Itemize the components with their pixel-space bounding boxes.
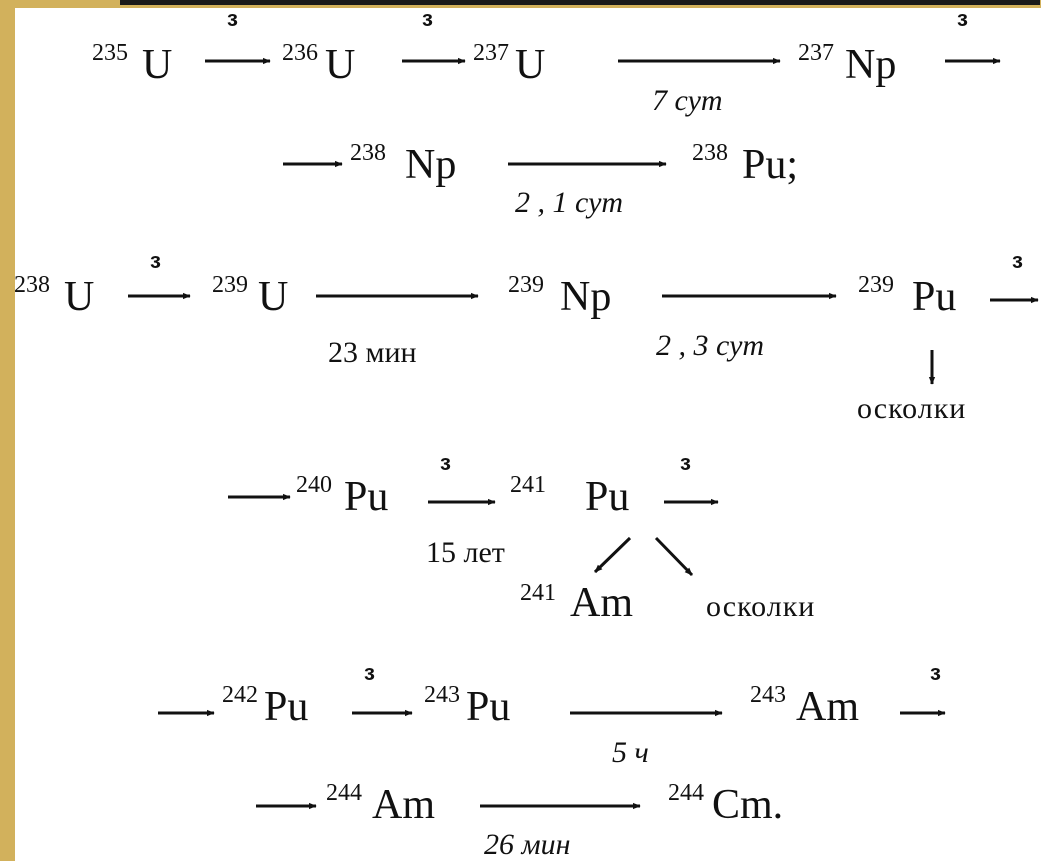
capture-mark: з [227,6,238,31]
pu242-symbol: Pu [264,684,308,730]
fragments-label: осколки [857,392,966,425]
am243-mass: 243 [750,682,786,708]
u239-symbol: U [258,274,288,320]
am243-symbol: Am [796,684,859,730]
fragments-label: осколки [706,590,815,623]
u236-symbol: U [325,42,355,88]
u237-mass: 237 [473,40,509,66]
fission-arrow [654,536,694,577]
capture-mark: з [150,248,161,273]
am241-mass: 241 [520,580,556,606]
capture-mark: з [422,6,433,31]
u235-symbol: U [142,42,172,88]
half-life-label: 15 лет [426,536,505,569]
pu241-mass: 241 [510,472,546,498]
pu240-symbol: Pu [344,474,388,520]
capture-mark: з [1012,248,1023,273]
half-life-label: 7 сут [652,84,723,117]
pu238-mass: 238 [692,140,728,166]
pu240-mass: 240 [296,472,332,498]
half-life-label: 26 мин [484,828,571,861]
np238-symbol: Np [405,142,456,188]
pu242-mass: 242 [222,682,258,708]
am241-symbol: Am [570,580,633,626]
capture-mark: з [930,660,941,685]
u236-mass: 236 [282,40,318,66]
u237-symbol: U [515,42,545,88]
np237-symbol: Np [845,42,896,88]
half-life-label: 23 мин [328,336,417,369]
np238-mass: 238 [350,140,386,166]
pu243-symbol: Pu [466,684,510,730]
pu238-symbol: Pu; [742,142,798,188]
np239-symbol: Np [560,274,611,320]
capture-mark: з [440,450,451,475]
decay-arrow [593,536,632,574]
u238-symbol: U [64,274,94,320]
capture-mark: з [957,6,968,31]
am244-symbol: Am [372,782,435,828]
pu243-mass: 243 [424,682,460,708]
u239-mass: 239 [212,272,248,298]
cm244-mass: 244 [668,780,704,806]
u235-mass: 235 [92,40,128,66]
cropped-heading-strip [120,0,1040,5]
pu241-symbol: Pu [585,474,629,520]
capture-mark: з [680,450,691,475]
u238-mass: 238 [14,272,50,298]
am244-mass: 244 [326,780,362,806]
pu239-mass: 239 [858,272,894,298]
decorative-frame-left [0,0,15,861]
pu239-symbol: Pu [912,274,956,320]
half-life-label: 2 , 1 сут [515,186,623,219]
cm244-symbol: Cm. [712,782,783,828]
np237-mass: 237 [798,40,834,66]
capture-mark: з [364,660,375,685]
half-life-label: 2 , 3 сут [656,329,764,362]
half-life-label: 5 ч [612,736,649,769]
np239-mass: 239 [508,272,544,298]
